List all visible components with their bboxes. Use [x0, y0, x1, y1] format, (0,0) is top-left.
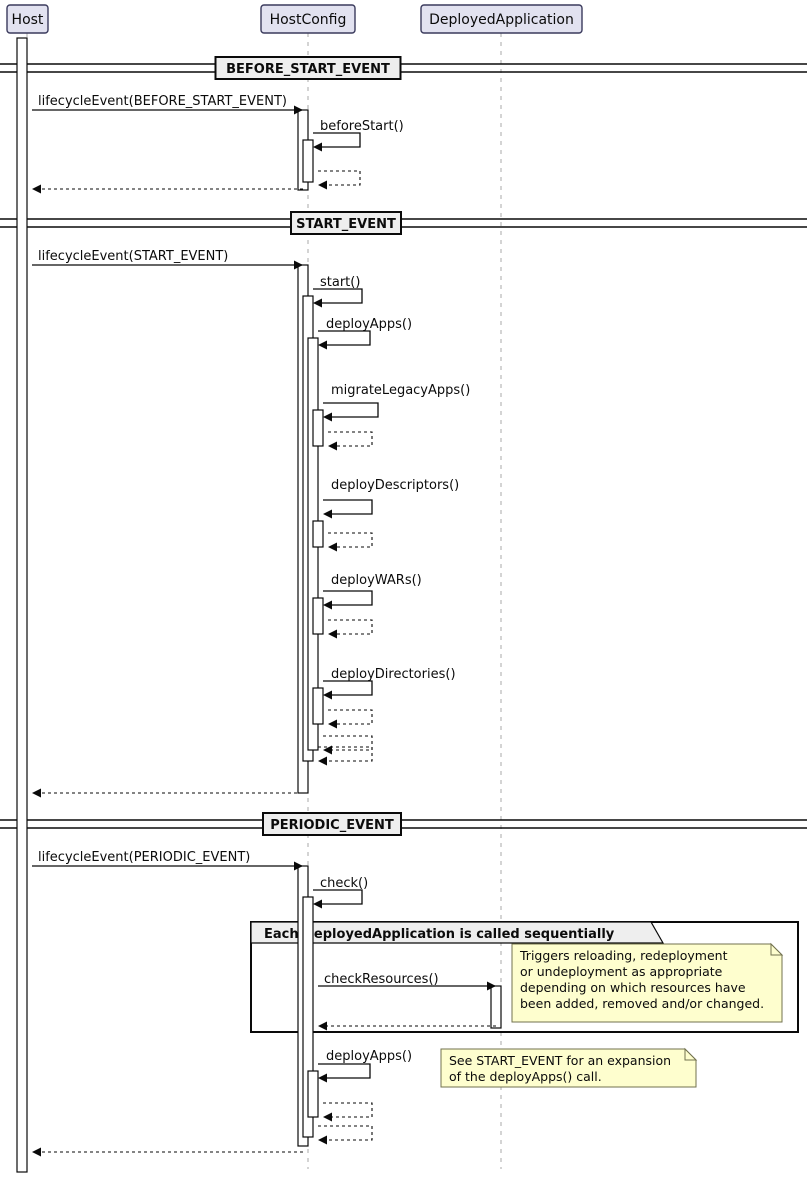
message-m-lifecycle-start: lifecycleEvent(START_EVENT)	[32, 249, 303, 270]
message-m-lifecycle-before-start-return	[32, 184, 303, 194]
message-label: deployApps()	[326, 1049, 412, 1064]
divider-periodic-event: PERIODIC_EVENT	[0, 812, 807, 836]
participant-label: DeployedApplication	[429, 12, 574, 28]
message-m-deploywars-return	[328, 619, 373, 639]
message-label: migrateLegacyApps()	[331, 383, 470, 398]
message-label: deployApps()	[326, 317, 412, 332]
participants-layer: Host HostConfig DeployedApplication	[6, 4, 583, 34]
activation-deployedapp-checkresources	[490, 985, 502, 1029]
activation-hostconfig-deploydescriptors-self	[312, 520, 324, 548]
group-each-deployedapplication: Each DeployedApplication is called seque…	[250, 921, 799, 1033]
divider-label: BEFORE_START_EVENT	[226, 62, 390, 77]
divider-start-event: START_EVENT	[0, 211, 807, 235]
message-m-migratelegacyapps: migrateLegacyApps()	[323, 383, 470, 422]
message-m-lifecycle-periodic: lifecycleEvent(PERIODIC_EVENT)	[32, 850, 303, 871]
message-m-start-return	[318, 746, 373, 766]
messages-layer: lifecycleEvent(BEFORE_START_EVENT)before…	[32, 94, 496, 1157]
participant-host[interactable]: Host	[6, 4, 49, 34]
activation-hostconfig-deployapps2-self	[307, 1070, 319, 1118]
note-line: been added, removed and/or changed.	[520, 996, 764, 1011]
note-line: See START_EVENT for an expansion	[449, 1053, 671, 1068]
message-m-deployapps-return	[323, 735, 373, 755]
lifelines-layer	[26, 33, 502, 1169]
message-m-lifecycle-periodic-return	[32, 1147, 303, 1157]
message-m-check-return	[318, 1125, 373, 1145]
activations-layer	[16, 37, 502, 1173]
divider-before-start-event: BEFORE_START_EVENT	[0, 56, 807, 80]
note-line: Triggers reloading, redeployment	[519, 948, 728, 963]
activation-hostconfig-beforestart-self	[302, 139, 314, 183]
message-label: lifecycleEvent(BEFORE_START_EVENT)	[38, 94, 287, 109]
message-m-deployapps: deployApps()	[318, 317, 412, 350]
message-m-beforestart: beforeStart()	[313, 119, 404, 152]
message-m-start: start()	[313, 275, 363, 308]
message-label: checkResources()	[324, 972, 439, 987]
message-label: deployDescriptors()	[331, 478, 459, 493]
group-label: Each DeployedApplication is called seque…	[264, 927, 615, 942]
participant-deployedapp[interactable]: DeployedApplication	[420, 4, 583, 34]
note-line: depending on which resources have	[520, 980, 746, 995]
groups-layer: Each DeployedApplication is called seque…	[250, 921, 799, 1033]
message-label: lifecycleEvent(START_EVENT)	[38, 249, 228, 264]
message-m-deployapps-periodic-return	[323, 1102, 373, 1122]
message-m-lifecycle-before-start: lifecycleEvent(BEFORE_START_EVENT)	[32, 94, 303, 115]
message-m-deploydirectories: deployDirectories()	[323, 667, 456, 700]
message-m-checkresources-return	[318, 1021, 496, 1031]
message-label: deployDirectories()	[331, 667, 456, 682]
divider-label: START_EVENT	[296, 217, 396, 232]
participant-label: Host	[12, 12, 44, 28]
message-m-migratelegacyapps-return	[328, 431, 373, 451]
note-line: or undeployment as appropriate	[520, 964, 723, 979]
message-m-deploydescriptors-return	[328, 532, 373, 552]
activation-host-main	[16, 37, 28, 1173]
activation-hostconfig-check-self	[302, 896, 314, 1138]
message-m-check: check()	[313, 876, 368, 909]
divider-label: PERIODIC_EVENT	[270, 818, 394, 833]
message-m-deploywars: deployWARs()	[323, 573, 422, 610]
message-label: lifecycleEvent(PERIODIC_EVENT)	[38, 850, 250, 865]
activation-hostconfig-deploydirectories-self	[312, 687, 324, 725]
message-m-lifecycle-start-return	[32, 788, 303, 798]
message-label: deployWARs()	[331, 573, 422, 588]
participant-hostconfig[interactable]: HostConfig	[260, 4, 356, 34]
message-m-deployapps-periodic: deployApps()	[318, 1049, 412, 1083]
message-m-beforestart-return	[318, 170, 361, 190]
activation-hostconfig-deploywars-self	[312, 597, 324, 635]
message-m-deploydirectories-return	[328, 709, 373, 729]
activation-hostconfig-migratelegacy-self	[312, 409, 324, 447]
message-label: start()	[320, 275, 360, 290]
message-label: beforeStart()	[320, 119, 404, 134]
message-label: check()	[320, 876, 368, 891]
message-m-checkresources: checkResources()	[318, 972, 496, 991]
participant-label: HostConfig	[270, 12, 347, 28]
message-m-deploydescriptors: deployDescriptors()	[323, 478, 459, 519]
dividers-layer: BEFORE_START_EVENT START_EVENT PERIODIC_EV…	[0, 56, 807, 836]
note-line: of the deployApps() call.	[449, 1069, 602, 1084]
